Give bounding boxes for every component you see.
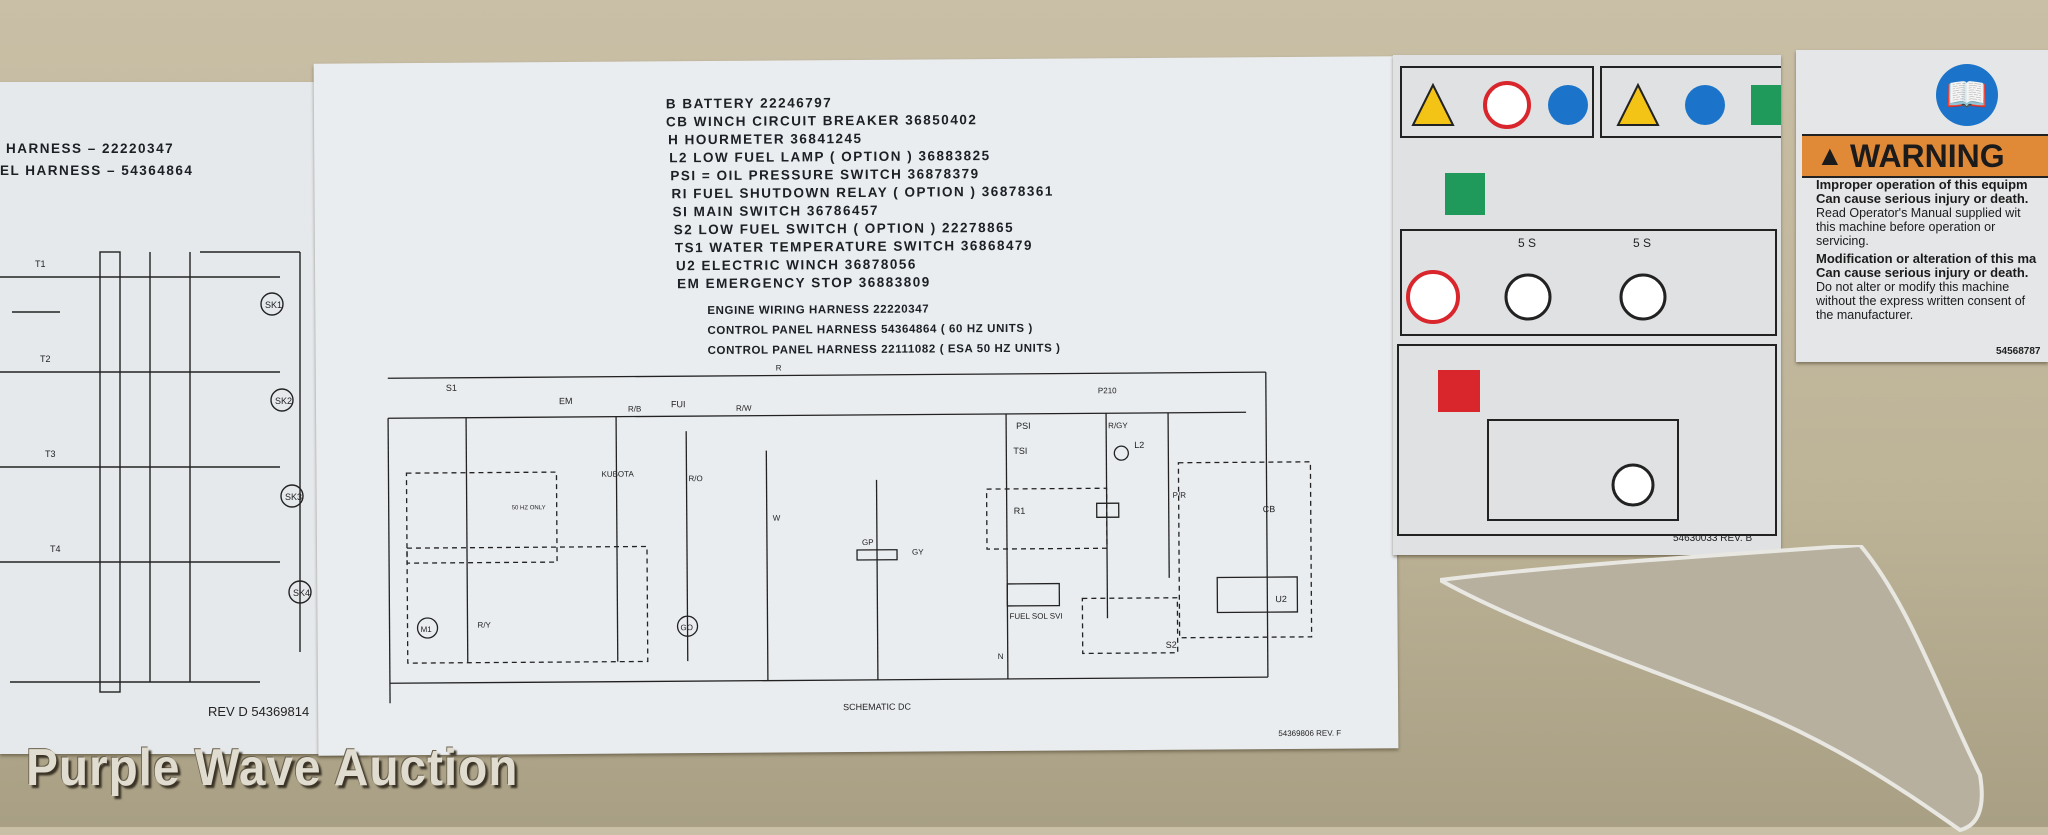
note-label: 50 HZ ONLY xyxy=(512,505,546,511)
left-wiring-sticker: HARNESS – 22220347 EL HARNESS – 54364864… xyxy=(0,82,368,754)
component-label: FUI xyxy=(671,399,686,409)
wire-label: R/Y xyxy=(477,621,491,630)
component-label: S2 xyxy=(1166,640,1177,650)
rev-label: 54630033 REV. B xyxy=(1673,533,1753,544)
time-label: 5 S xyxy=(1633,236,1651,250)
switch-dial-icon xyxy=(1504,273,1552,321)
rev-label: 54369806 REV. F xyxy=(1278,728,1342,739)
component-label: L2 xyxy=(1134,440,1144,450)
wire-label: N xyxy=(998,652,1004,661)
warning-line: servicing. xyxy=(1816,234,1869,248)
start-stop-pictograms: 5 S 5 S xyxy=(1397,66,1781,536)
component-label: GO xyxy=(681,623,694,632)
component-label: S1 xyxy=(446,383,457,393)
wire-label: P/R xyxy=(1173,491,1187,500)
warning-line: Do not alter or modify this machine xyxy=(1816,280,2010,294)
on-icon xyxy=(1751,85,1781,125)
schematic-title: SCHEMATIC DC xyxy=(843,701,911,713)
warning-heading: WARNING xyxy=(1850,138,2005,174)
wire-label: W xyxy=(773,514,781,523)
component-label: KUBOTA xyxy=(601,470,634,479)
time-label: 5 S xyxy=(1518,236,1536,250)
transformer-label: T1 xyxy=(35,259,46,269)
component-label: R1 xyxy=(1014,506,1026,516)
warning-triangle-icon: ▲ xyxy=(1816,140,1844,171)
warning-sticker: 📖 ▲ WARNING Improper operation of this e… xyxy=(1796,50,2048,362)
wire-label: R/B xyxy=(628,404,641,413)
wire-label: GY xyxy=(912,548,924,557)
warning-line: Read Operator's Manual supplied wit xyxy=(1816,206,2021,220)
transformer-label: T2 xyxy=(40,354,51,364)
prohibited-icon xyxy=(1483,81,1531,129)
wire-label: R/GY xyxy=(1108,421,1128,430)
warning-line: the manufacturer. xyxy=(1816,308,1914,322)
component-label: EM xyxy=(559,396,573,406)
warning-line: this machine before operation or xyxy=(1816,220,1996,234)
component-label: TSI xyxy=(1013,446,1027,456)
pictogram-sticker: 5 S 5 S 54630033 REV. B xyxy=(1393,55,1781,555)
outlet-label: SK1 xyxy=(265,300,282,310)
stop-icon xyxy=(1438,370,1480,412)
wire-label: R/W xyxy=(736,404,752,413)
manual-icon xyxy=(1685,85,1725,125)
peeling-sticker xyxy=(1440,545,1984,833)
outlet-label: SK4 xyxy=(293,588,310,598)
warning-triangle-icon xyxy=(1616,82,1660,126)
watermark: Purple Wave Auction xyxy=(26,739,519,797)
switch-dial-icon xyxy=(1611,463,1655,507)
rev-label: REV D 54369814 xyxy=(208,704,310,719)
component-label: M1 xyxy=(421,625,433,634)
ac-outlet-schematic: SK1 SK2 SK3 SK4 T1 T2 T3 T4 xyxy=(0,251,312,693)
warning-line: without the express written consent of xyxy=(1816,294,2026,308)
switch-dial-icon xyxy=(1619,273,1667,321)
transformer-label: T4 xyxy=(50,544,61,554)
warning-line: Can cause serious injury or death. xyxy=(1816,191,2029,206)
part-number: 54568787 xyxy=(1996,346,2041,357)
component-label: P210 xyxy=(1098,386,1117,395)
warning-band: ▲ WARNING xyxy=(1802,134,2048,178)
warning-line: Improper operation of this equipm xyxy=(1816,177,2028,192)
component-label: PSI xyxy=(1016,421,1031,431)
component-label: GP xyxy=(862,538,874,547)
warning-text: Improper operation of this equipm Can ca… xyxy=(1816,177,2037,323)
warning-line: Can cause serious injury or death. xyxy=(1816,265,2029,280)
warning-line: Modification or alteration of this ma xyxy=(1816,251,2037,266)
schematic-sticker: B BATTERY 22246797 CB WINCH CIRCUIT BREA… xyxy=(313,56,1399,756)
wire-label: R/O xyxy=(688,474,702,483)
transformer-label: T3 xyxy=(45,449,56,459)
prohibited-icon xyxy=(1406,270,1460,324)
component-label: U2 xyxy=(1275,594,1287,604)
wire-label: R xyxy=(776,364,782,373)
outlet-label: SK2 xyxy=(275,396,292,406)
harness-line: EL HARNESS – 54364864 xyxy=(0,163,194,178)
manual-icon: 📖 xyxy=(1936,64,1998,126)
harness-line: HARNESS – 22220347 xyxy=(6,141,175,156)
component-label: FUEL SOL SVI xyxy=(1009,612,1062,621)
on-icon xyxy=(1445,173,1485,215)
component-label: CB xyxy=(1263,504,1276,514)
harness-list: HARNESS – 22220347 EL HARNESS – 54364864 xyxy=(0,138,193,182)
manual-icon xyxy=(1548,85,1588,125)
outlet-label: SK3 xyxy=(285,492,302,502)
warning-triangle-icon xyxy=(1411,82,1455,126)
dc-schematic: S1 EM FUI PSI TSI R1 L2 CB U2 S2 M1 GO G… xyxy=(387,364,1313,704)
